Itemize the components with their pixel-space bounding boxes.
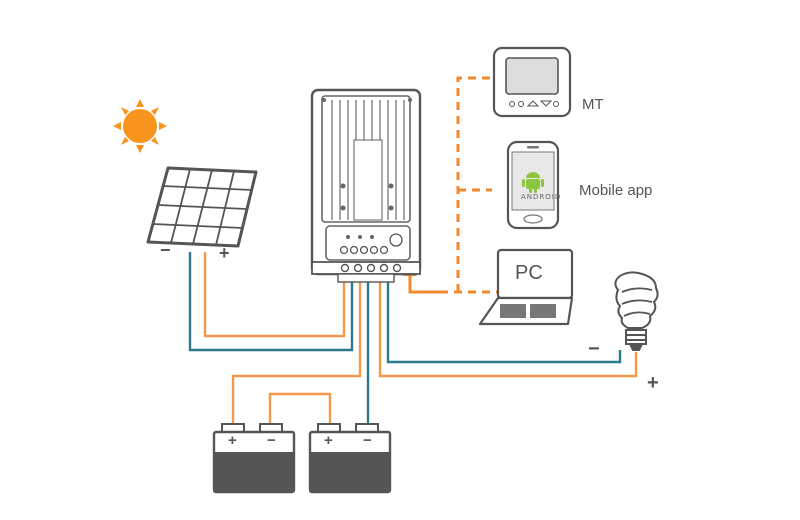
- smartphone-icon: [506, 140, 560, 230]
- mobile-app-label: Mobile app: [579, 182, 653, 199]
- remote-meter-label: MT: [582, 96, 604, 113]
- android-logo-icon: [522, 172, 544, 193]
- battery1-negative-sign: −: [267, 432, 276, 449]
- load-positive-wire: [378, 282, 638, 378]
- android-wordmark: ANDROID: [521, 193, 562, 201]
- battery1-positive-sign: +: [228, 432, 237, 449]
- battery-icon-1: [212, 423, 296, 494]
- remote-meter-icon: [492, 46, 572, 118]
- load-negative-wire: [386, 282, 622, 364]
- pv-positive-sign: +: [219, 243, 230, 263]
- load-negative-sign: −: [588, 338, 600, 360]
- battery-icon-2: [308, 423, 392, 494]
- pv-positive-wire: [203, 252, 346, 338]
- laptop-icon: [478, 248, 574, 326]
- battery2-positive-sign: +: [324, 432, 333, 449]
- charge-controller-icon: [310, 88, 422, 283]
- battery-positive-wire: [231, 282, 362, 424]
- light-bulb-icon: [614, 271, 659, 351]
- pv-negative-sign: −: [160, 240, 171, 260]
- battery2-negative-sign: −: [363, 432, 372, 449]
- battery-series-link: [268, 392, 332, 424]
- pv-negative-wire: [188, 252, 354, 352]
- load-positive-sign: +: [647, 372, 659, 394]
- solar-panel-icon: [146, 166, 258, 248]
- communication-bus: [440, 76, 498, 294]
- pc-label: PC: [515, 262, 543, 284]
- sun-icon: [113, 99, 167, 153]
